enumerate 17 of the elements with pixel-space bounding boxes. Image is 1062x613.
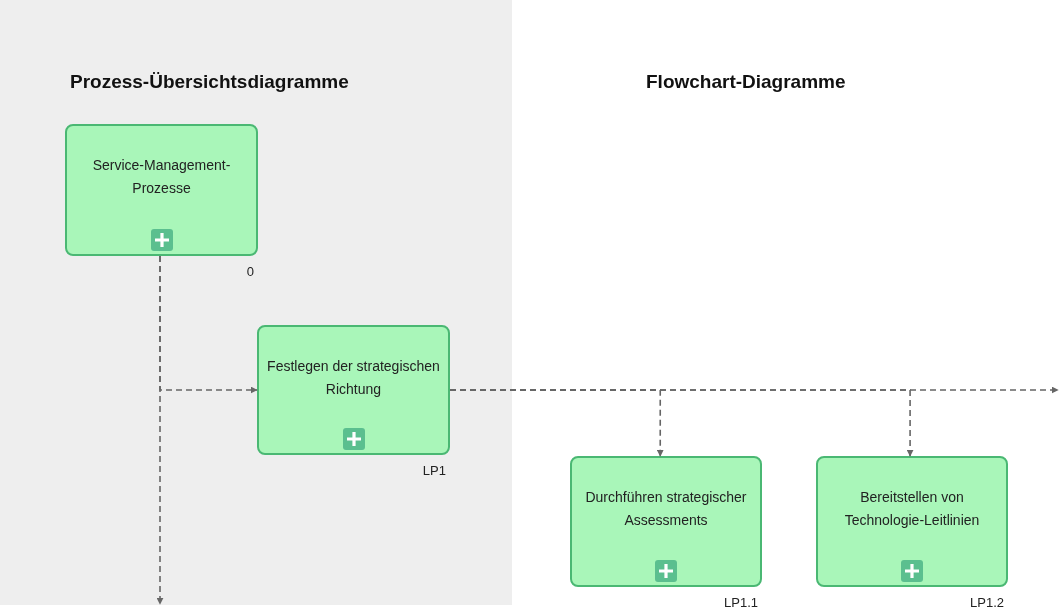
dashed-arrow xyxy=(449,386,1059,394)
process-id: LP1.2 xyxy=(970,594,1004,612)
process-label: Durchführen strategischer Assessments xyxy=(584,488,748,530)
dashed-arrow xyxy=(156,255,164,605)
process-box xyxy=(816,456,1008,587)
process-label: Service-Management-Prozesse xyxy=(91,156,232,198)
panel-band xyxy=(0,0,512,605)
process-id: 0 xyxy=(246,263,254,281)
process-id: LP1 xyxy=(422,462,446,480)
process-box xyxy=(65,124,258,256)
process-box xyxy=(570,456,762,587)
section-title: Flowchart-Diagramme xyxy=(646,70,846,94)
process-box xyxy=(257,325,450,455)
process-label: Festlegen der strategischen Richtung xyxy=(267,357,440,399)
process-id: LP1.1 xyxy=(724,594,758,612)
panel-title: Prozess-Übersichtsdiagramme xyxy=(70,70,349,94)
process-label: Bereitstellen von Technologie-Leitlinien xyxy=(843,488,981,530)
